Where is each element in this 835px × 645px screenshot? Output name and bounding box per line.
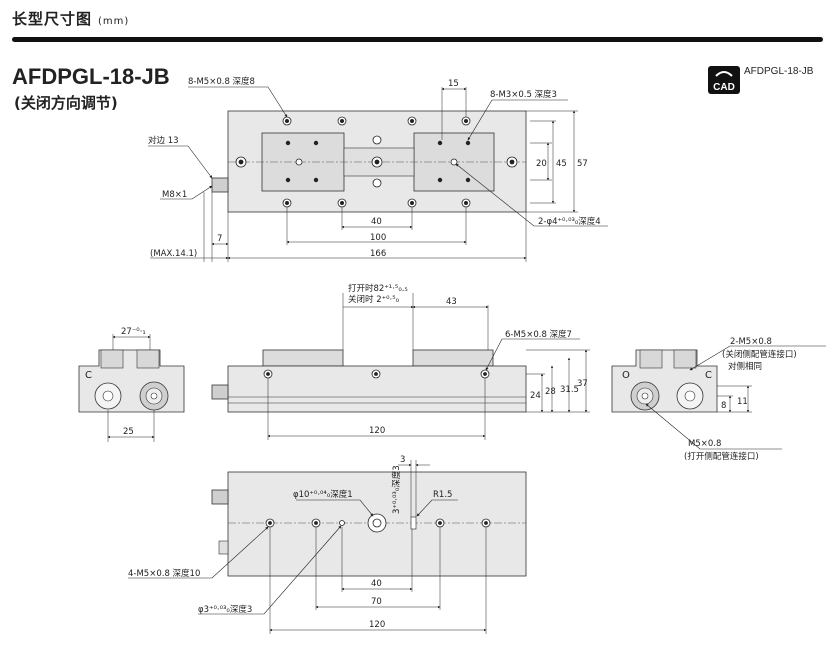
bottom-label-r15: R1.5	[433, 490, 452, 500]
top-view: 8-M5×0.8 深度8 8-M3×0.5 深度3 对边 13 M8×1 2-φ…	[148, 76, 608, 262]
top-dim-7: 7	[217, 234, 222, 244]
top-label-m8: M8×1	[162, 190, 187, 200]
bottom-pin-hole	[339, 520, 345, 526]
top-label-max: (MAX.14.1)	[150, 249, 197, 259]
bottom-label-pin: φ10⁺⁰·⁰⁴₀深度1	[293, 489, 353, 500]
top-center-hole	[372, 135, 382, 145]
top-label-m5: 8-M5×0.8 深度8	[188, 76, 255, 87]
model-subtitle: (关闭方向调节)	[14, 94, 118, 112]
top-dim-40: 40	[371, 217, 382, 227]
unit-label: (mm)	[98, 16, 130, 27]
top-dim-166: 166	[370, 249, 386, 259]
bottom-view: 3 3⁺⁰·⁰³₀深度3 φ10⁺⁰·⁰⁴₀深度1 R1.5 4-M5×0.8 …	[128, 455, 527, 634]
bottom-dim-120: 120	[369, 620, 385, 630]
bottom-dim-40: 40	[371, 579, 382, 589]
bottom-slot	[410, 516, 417, 530]
top-dim-100: 100	[370, 233, 386, 243]
bottom-label-slot: 3⁺⁰·⁰³₀深度3	[391, 465, 402, 514]
side-dim-37: 37	[577, 379, 588, 389]
cad-icon[interactable]: CAD	[708, 66, 740, 94]
right-label-port-close-note: (关闭侧配管连接口)	[722, 349, 797, 360]
top-dim-15: 15	[448, 79, 459, 89]
right-label-port-close-note2: 对侧相同	[728, 361, 762, 372]
bottom-label-m5: 4-M5×0.8 深度10	[128, 568, 200, 579]
side-dim-24: 24	[530, 391, 541, 401]
side-dim-31-5: 31.5	[560, 385, 579, 395]
side-label-m5: 6-M5×0.8 深度7	[505, 329, 572, 340]
section-title: 长型尺寸图 (mm)	[12, 8, 129, 29]
cad-label[interactable]: AFDPGL-18-JB	[744, 66, 814, 77]
right-label-c: C	[705, 370, 712, 381]
top-label-across-flats: 对边 13	[148, 135, 179, 146]
right-end-view: O C 2-M5×0.8 (关闭侧配管连接口) 对侧相同 8 11 M5×0.8…	[611, 337, 826, 462]
section-title-text: 长型尺寸图	[12, 10, 93, 28]
right-label-o: O	[622, 370, 630, 381]
top-nut	[211, 177, 229, 193]
model-name: AFDPGL-18-JB	[12, 64, 170, 89]
side-jaw-right	[412, 349, 494, 367]
top-dim-45: 45	[556, 159, 567, 169]
left-end-view: C 27⁻⁰·₁ 25	[78, 327, 185, 442]
side-dim-28: 28	[545, 387, 556, 397]
top-label-m3: 8-M3×0.5 深度3	[490, 89, 557, 100]
side-label-close: 关闭时 2⁺⁰·⁵₀	[348, 294, 400, 305]
bottom-dim-3: 3	[400, 455, 405, 465]
right-dim-8: 8	[721, 401, 726, 411]
right-label-port-open: M5×0.8	[688, 439, 721, 449]
top-dim-57: 57	[577, 159, 588, 169]
side-view: 打开时82⁺¹·⁵₀.₅ 关闭时 2⁺⁰·⁵₀ 43 6-M5×0.8 深度7 …	[211, 283, 590, 440]
top-center-hole	[372, 178, 382, 188]
left-dim-25: 25	[123, 427, 134, 437]
side-nut	[211, 384, 229, 400]
top-label-pin: 2-φ4⁺⁰·⁰³₀深度4	[538, 216, 601, 227]
side-label-open: 打开时82⁺¹·⁵₀.₅	[348, 283, 408, 294]
top-pin-hole	[295, 158, 303, 166]
right-label-port-open-note: (打开侧配管连接口)	[684, 451, 759, 462]
left-label-c: C	[85, 370, 92, 381]
side-dim-120: 120	[369, 426, 385, 436]
side-dim-43: 43	[446, 297, 457, 307]
cad-icon-text: CAD	[713, 82, 735, 93]
left-dim-27: 27⁻⁰·₁	[121, 327, 146, 337]
right-dim-11: 11	[737, 397, 748, 407]
top-dim-20: 20	[536, 159, 547, 169]
top-pin-hole	[450, 158, 458, 166]
bottom-dim-70: 70	[371, 597, 382, 607]
right-label-port-close: 2-M5×0.8	[730, 337, 772, 347]
side-jaw-left	[262, 349, 344, 367]
title-rule	[12, 37, 823, 42]
bottom-nut	[211, 489, 229, 505]
bottom-label-phi3: φ3⁺⁰·⁰³₀深度3	[198, 604, 252, 615]
